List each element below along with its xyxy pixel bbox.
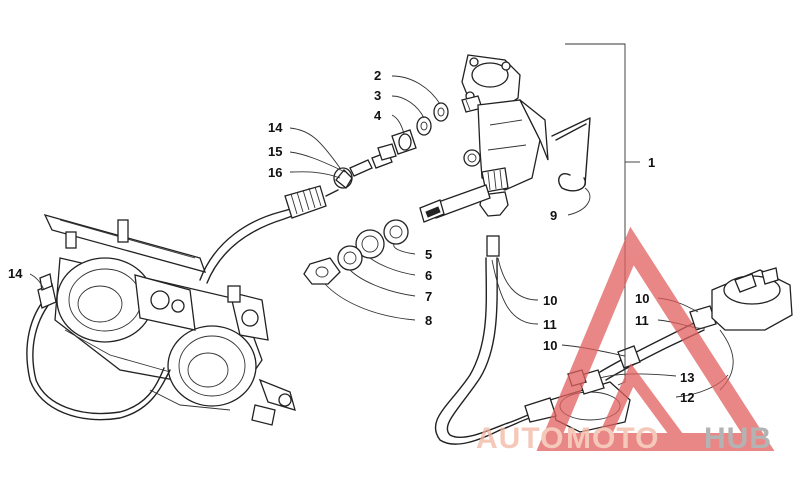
label-14-top: 14: [268, 120, 283, 135]
assembly-bracket: [565, 43, 626, 386]
label-8: 8: [425, 313, 432, 328]
label-7: 7: [425, 289, 432, 304]
part-labels: 1 2 3 4 5 6 7 8 9 10 11 10 11 10 13 12 1…: [8, 68, 694, 405]
upper-fittings: [377, 102, 449, 161]
label-4: 4: [374, 108, 382, 123]
label-6: 6: [425, 268, 432, 283]
watermark-word-moto: MOTO: [566, 422, 659, 455]
label-10-lower: 10: [543, 338, 557, 353]
ribbed-boot: [284, 185, 327, 219]
watermark-word-auto: AUTO: [476, 422, 564, 455]
label-13: 13: [680, 370, 694, 385]
label-5: 5: [425, 247, 432, 262]
watermark-word-hub: HUB: [704, 422, 772, 455]
label-10-right: 10: [635, 291, 649, 306]
lower-fittings: [303, 219, 409, 285]
throttle-body-assembly: [43, 213, 296, 426]
regulator-assembly: [419, 54, 549, 223]
label-3: 3: [374, 88, 381, 103]
callout-leaders: [29, 75, 729, 398]
watermark-logo: AUTO MOTO HUB: [476, 226, 775, 455]
fuel-hose: [434, 235, 543, 445]
label-11-right: 11: [635, 313, 649, 328]
label-11-upper: 11: [543, 317, 557, 332]
label-16: 16: [268, 165, 282, 180]
vent-hose-left: [26, 273, 171, 421]
retaining-clip: [551, 117, 591, 192]
label-15: 15: [268, 144, 282, 159]
label-14-left: 14: [8, 266, 23, 281]
label-10-upper: 10: [543, 293, 557, 308]
label-9: 9: [550, 208, 557, 223]
label-2: 2: [374, 68, 381, 83]
label-1: 1: [648, 155, 655, 170]
label-12: 12: [680, 390, 694, 405]
